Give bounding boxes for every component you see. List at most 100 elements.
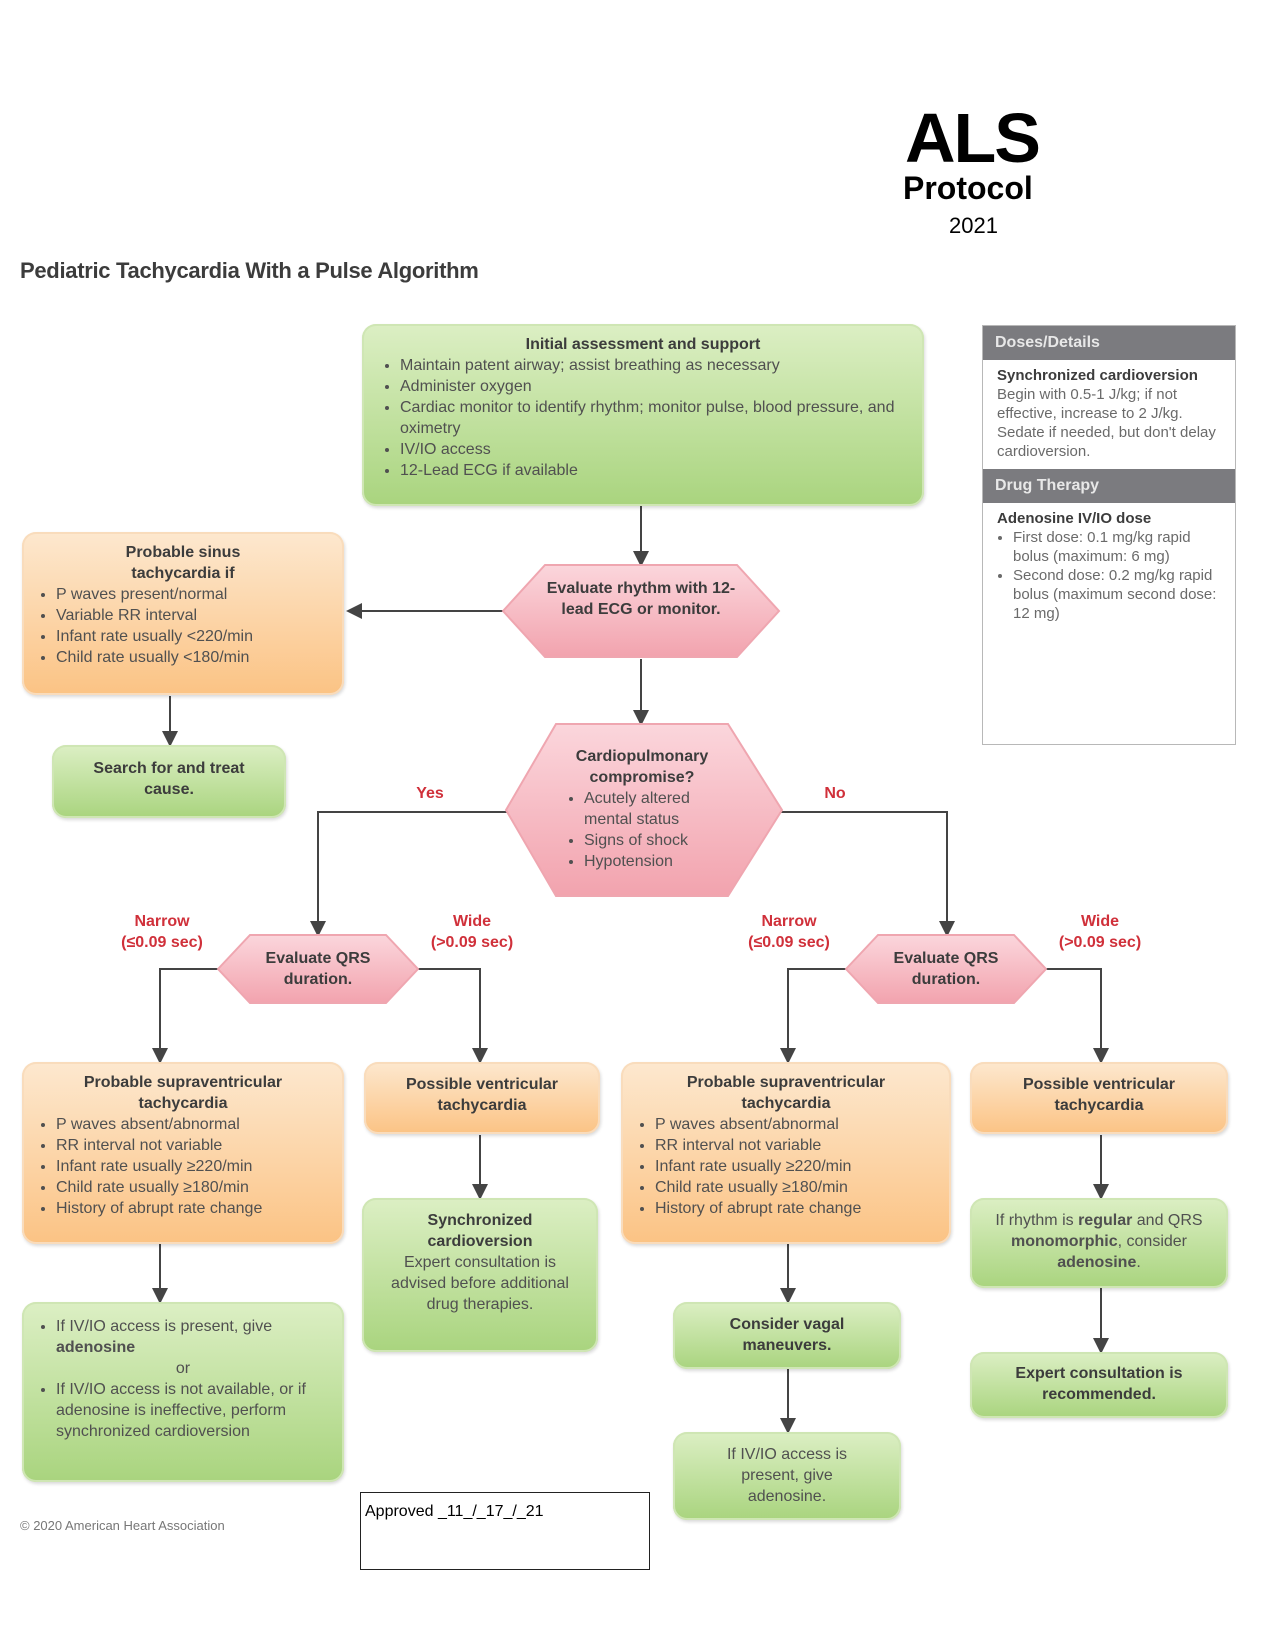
list-item: IV/IO access	[400, 439, 906, 460]
vt-box-left: Possible ventricular tachycardia	[364, 1062, 600, 1134]
wide-text: Wide	[452, 913, 492, 930]
copyright: © 2020 American Heart Association	[20, 1518, 225, 1533]
svt-title: Probable supraventricular tachycardia	[83, 1074, 283, 1112]
list-item: If IV/IO access is not available, or if …	[56, 1379, 330, 1442]
regular-text-1: If rhythm is	[995, 1212, 1079, 1229]
list-item: Administer oxygen	[400, 376, 906, 397]
list-item: Hypotension	[584, 851, 728, 872]
list-item: Infant rate usually <220/min	[56, 626, 330, 647]
drug-therapy-header: Drug Therapy	[983, 469, 1235, 503]
narrow-range: (≤0.09 sec)	[748, 934, 830, 951]
evaluate-rhythm-hexagon	[501, 564, 781, 658]
list-item: Cardiac monitor to identify rhythm; moni…	[400, 397, 906, 439]
svt-list: P waves absent/abnormal RR interval not …	[36, 1114, 330, 1219]
sync-dose-title: Synchronized cardioversion	[997, 367, 1198, 384]
search-treat-box: Search for and treat cause.	[52, 745, 286, 818]
monomorphic-bold: monomorphic	[1010, 1233, 1118, 1250]
regular-text-2: and QRS	[1132, 1212, 1203, 1229]
right-adenosine-box: If IV/IO access is present, give adenosi…	[673, 1432, 901, 1520]
list-item: P waves present/normal	[56, 584, 330, 605]
sync-cardioversion-text: Expert consultation is advised before ad…	[391, 1254, 569, 1313]
initial-assessment-list: Maintain patent airway; assist breathing…	[380, 355, 906, 481]
initial-assessment-title: Initial assessment and support	[525, 336, 761, 353]
adenosine-dose-title: Adenosine IV/IO dose	[997, 510, 1152, 527]
list-item: P waves absent/abnormal	[655, 1114, 937, 1135]
narrow-text: Narrow	[134, 913, 190, 930]
list-item: Child rate usually ≥180/min	[655, 1177, 937, 1198]
initial-assessment-box: Initial assessment and support Maintain …	[362, 324, 924, 506]
approval-box: Approved _11_/_17_/_21	[360, 1492, 650, 1570]
adenosine-drug: adenosine	[56, 1339, 136, 1356]
als-heading: ALS	[905, 99, 1041, 177]
sinus-list: P waves present/normal Variable RR inter…	[36, 584, 330, 668]
list-item: P waves absent/abnormal	[56, 1114, 330, 1135]
sync-cardioversion-title: Synchronized cardioversion	[427, 1212, 533, 1250]
regular-text-3: , consider	[1117, 1233, 1188, 1250]
svt-action-list-2: If IV/IO access is not available, or if …	[36, 1379, 330, 1442]
narrow-label-left: Narrow (≤0.09 sec)	[100, 911, 224, 953]
no-label: No	[824, 785, 846, 802]
svt-title: Probable supraventricular tachycardia	[686, 1074, 886, 1112]
adenosine-instruction: If IV/IO access is present, give	[56, 1318, 273, 1335]
adenosine-dose-section: Adenosine IV/IO dose First dose: 0.1 mg/…	[983, 503, 1235, 631]
yes-label: Yes	[416, 785, 444, 802]
list-item: Signs of shock	[584, 830, 728, 851]
wide-label-right: Wide (>0.09 sec)	[1038, 911, 1162, 953]
doses-details-panel: Doses/Details Synchronized cardioversion…	[982, 325, 1236, 745]
protocol-year: 2021	[949, 213, 998, 238]
list-item: Child rate usually <180/min	[56, 647, 330, 668]
list-item: Child rate usually ≥180/min	[56, 1177, 330, 1198]
sync-dose-text: Begin with 0.5-1 J/kg; if not effective,…	[997, 386, 1216, 460]
evaluate-rhythm-text: Evaluate rhythm with 12-lead ECG or moni…	[546, 580, 736, 618]
narrow-text: Narrow	[761, 913, 817, 930]
vt-box-right: Possible ventricular tachycardia	[970, 1062, 1228, 1134]
cardiopulmonary-content: Cardiopulmonary compromise? Acutely alte…	[556, 746, 728, 872]
cardiopulmonary-hexagon	[504, 723, 784, 897]
list-item: RR interval not variable	[655, 1135, 937, 1156]
list-item: 12-Lead ECG if available	[400, 460, 906, 481]
list-item: Infant rate usually ≥220/min	[56, 1156, 330, 1177]
sinus-title: Probable sinus tachycardia if	[125, 544, 241, 582]
cardiopulmonary-title: Cardiopulmonary compromise?	[575, 748, 709, 786]
list-item: Maintain patent airway; assist breathing…	[400, 355, 906, 376]
expert-consultation-box: Expert consultation is recommended.	[970, 1352, 1228, 1418]
list-item: History of abrupt rate change	[56, 1198, 330, 1219]
evaluate-qrs-left: Evaluate QRS duration.	[265, 950, 371, 988]
list-item: Infant rate usually ≥220/min	[655, 1156, 937, 1177]
list-item: RR interval not variable	[56, 1135, 330, 1156]
svt-action-box: If IV/IO access is present, give adenosi…	[22, 1302, 344, 1482]
list-item: Second dose: 0.2 mg/kg rapid bolus (maxi…	[1013, 566, 1223, 623]
wide-range: (>0.09 sec)	[430, 934, 514, 951]
cardiopulmonary-list: Acutely altered mental status Signs of s…	[556, 788, 728, 872]
list-item: If IV/IO access is present, give adenosi…	[56, 1316, 330, 1358]
list-item: Acutely altered mental status	[584, 788, 728, 830]
wide-label-left: Wide (>0.09 sec)	[410, 911, 534, 953]
list-item: Variable RR interval	[56, 605, 330, 626]
narrow-label-right: Narrow (≤0.09 sec)	[727, 911, 851, 953]
qrs-hexagon-left	[216, 934, 420, 1004]
svt-box-left: Probable supraventricular tachycardia P …	[22, 1062, 344, 1244]
or-text: or	[175, 1360, 191, 1377]
vagal-maneuvers-box: Consider vagal maneuvers.	[673, 1302, 901, 1369]
list-item: First dose: 0.1 mg/kg rapid bolus (maxim…	[1013, 528, 1223, 566]
list-item: History of abrupt rate change	[655, 1198, 937, 1219]
regular-bold: regular	[1078, 1212, 1133, 1229]
svt-box-right: Probable supraventricular tachycardia P …	[621, 1062, 951, 1244]
svt-action-list: If IV/IO access is present, give adenosi…	[36, 1316, 330, 1358]
wide-range: (>0.09 sec)	[1058, 934, 1142, 951]
evaluate-qrs-right: Evaluate QRS duration.	[893, 950, 999, 988]
qrs-hexagon-right	[844, 934, 1048, 1004]
sinus-tachycardia-box: Probable sinus tachycardia if P waves pr…	[22, 532, 344, 695]
doses-header: Doses/Details	[983, 326, 1235, 360]
wide-text: Wide	[1080, 913, 1120, 930]
sync-dose-section: Synchronized cardioversion Begin with 0.…	[983, 360, 1235, 469]
narrow-range: (≤0.09 sec)	[121, 934, 203, 951]
svt-list: P waves absent/abnormal RR interval not …	[635, 1114, 937, 1219]
regular-text-4: .	[1136, 1254, 1141, 1271]
sync-cardioversion-box: Synchronized cardioversion Expert consul…	[362, 1198, 598, 1352]
page-title: Pediatric Tachycardia With a Pulse Algor…	[20, 258, 479, 283]
adenosine-bold: adenosine	[1057, 1254, 1137, 1271]
regular-monomorphic-box: If rhythm is regular and QRS monomorphic…	[970, 1198, 1228, 1288]
adenosine-dose-list: First dose: 0.1 mg/kg rapid bolus (maxim…	[997, 528, 1223, 623]
